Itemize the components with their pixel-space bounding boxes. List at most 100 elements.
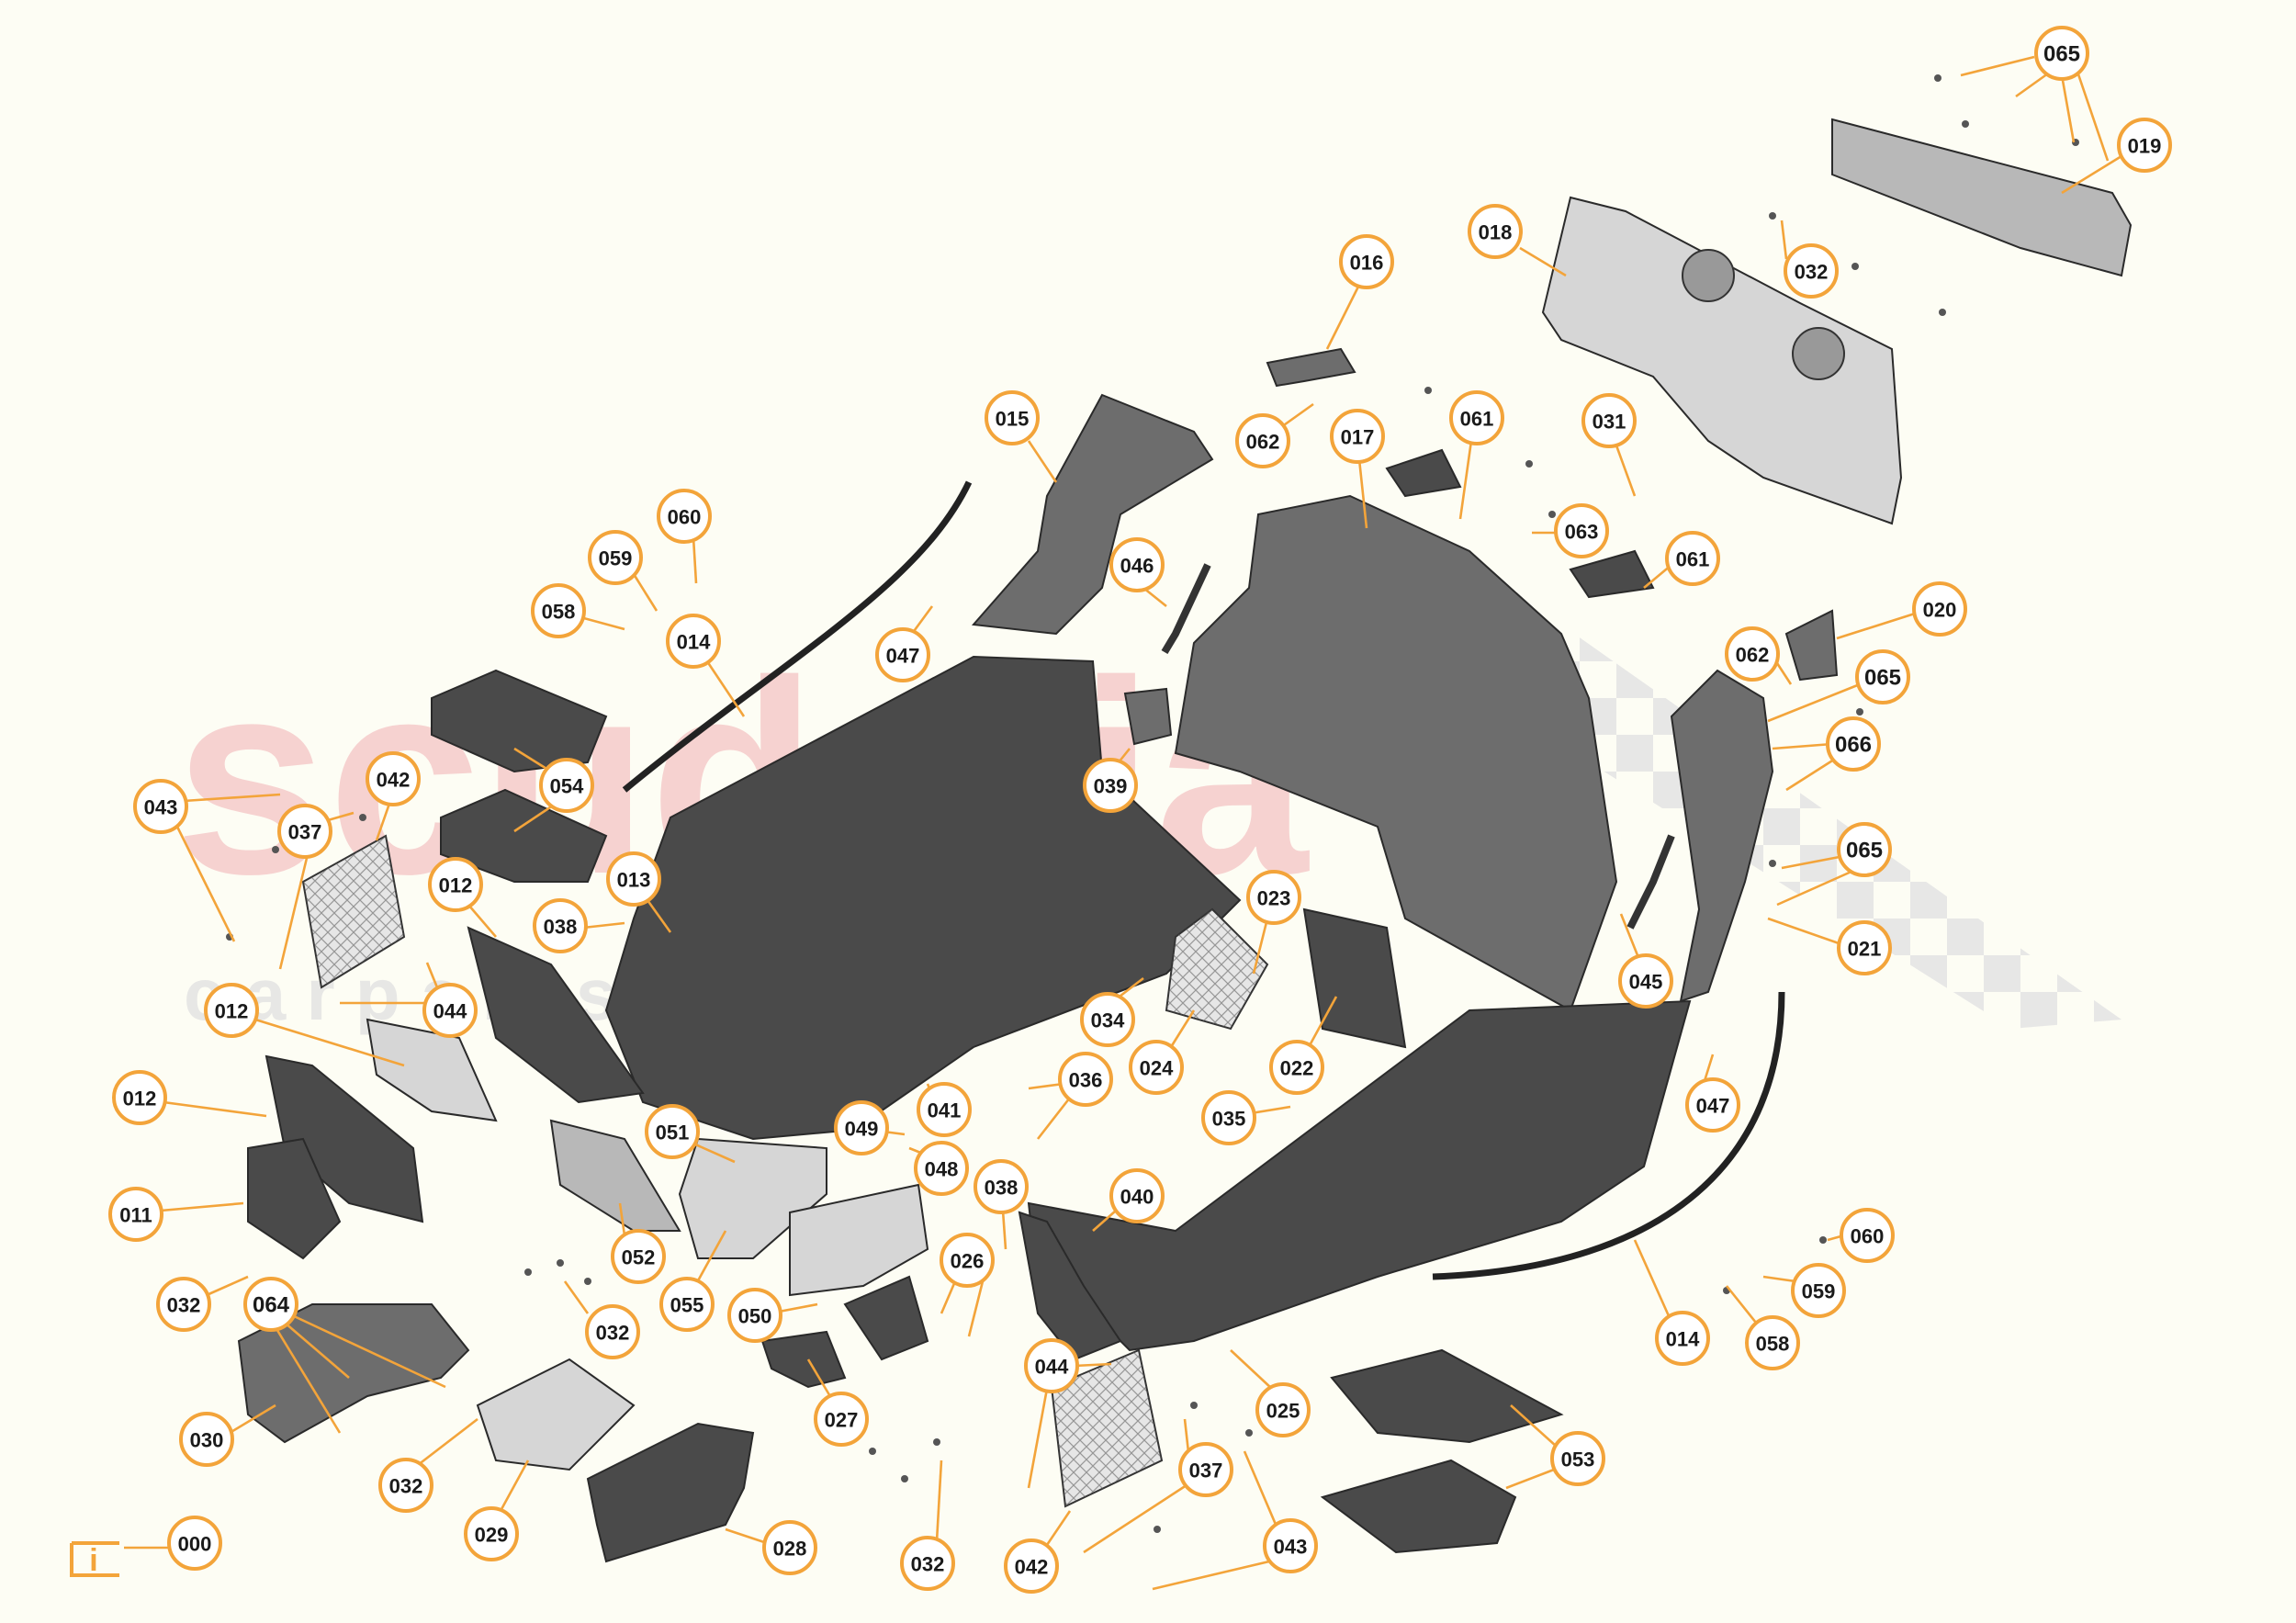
callout-label: 032 [596, 1322, 630, 1345]
callout-037[interactable]: 037 [277, 804, 332, 859]
parts [237, 118, 2133, 1563]
callout-038[interactable]: 038 [533, 898, 588, 953]
callout-013[interactable]: 013 [606, 851, 661, 907]
callout-049[interactable]: 049 [834, 1100, 889, 1155]
callout-035[interactable]: 035 [1201, 1090, 1256, 1145]
callout-065[interactable]: 065 [2034, 26, 2089, 81]
part-030-trim [237, 1303, 470, 1444]
leader-line-054 [513, 747, 552, 773]
callout-circle [1024, 1338, 1079, 1393]
callout-029[interactable]: 029 [464, 1506, 519, 1561]
callout-039[interactable]: 039 [1083, 758, 1138, 813]
callout-046[interactable]: 046 [1109, 537, 1165, 592]
callout-065[interactable]: 065 [1837, 822, 1892, 877]
callout-064[interactable]: 064 [243, 1277, 298, 1332]
callout-058[interactable]: 058 [1745, 1315, 1800, 1370]
callout-062[interactable]: 062 [1235, 413, 1290, 468]
callout-055[interactable]: 055 [659, 1277, 715, 1332]
info-icon[interactable]: i [70, 1541, 119, 1578]
callout-042[interactable]: 042 [366, 751, 421, 806]
callout-circle [1826, 716, 1881, 772]
callout-047[interactable]: 047 [875, 627, 930, 682]
callout-050[interactable]: 050 [727, 1288, 782, 1343]
bulkhead-hole-left [1682, 249, 1735, 302]
callout-011[interactable]: 011 [108, 1187, 163, 1242]
callout-circle [974, 1159, 1029, 1214]
callout-012[interactable]: 012 [204, 983, 259, 1038]
leader-line-032 [206, 1275, 249, 1297]
callout-025[interactable]: 025 [1255, 1382, 1311, 1437]
leader-line-035 [1250, 1105, 1291, 1115]
callout-014[interactable]: 014 [666, 614, 721, 669]
callout-012[interactable]: 012 [112, 1070, 167, 1125]
callout-043[interactable]: 043 [133, 779, 188, 834]
leader-line-043 [1152, 1560, 1270, 1591]
callout-066[interactable]: 066 [1826, 716, 1881, 772]
callout-059[interactable]: 059 [1791, 1263, 1846, 1318]
callout-024[interactable]: 024 [1129, 1040, 1184, 1095]
callout-026[interactable]: 026 [940, 1233, 995, 1288]
callout-016[interactable]: 016 [1339, 234, 1394, 289]
callout-043[interactable]: 043 [1263, 1518, 1318, 1573]
callout-028[interactable]: 028 [762, 1520, 817, 1575]
callout-060[interactable]: 060 [657, 489, 712, 544]
callout-032[interactable]: 032 [1784, 243, 1839, 299]
callout-040[interactable]: 040 [1109, 1168, 1165, 1223]
callout-018[interactable]: 018 [1468, 204, 1523, 259]
callout-circle [1339, 234, 1394, 289]
callout-label: 025 [1266, 1400, 1300, 1423]
callout-027[interactable]: 027 [814, 1392, 869, 1447]
callout-042[interactable]: 042 [1004, 1538, 1059, 1594]
callout-054[interactable]: 054 [539, 758, 594, 813]
callout-041[interactable]: 041 [917, 1082, 972, 1137]
callout-045[interactable]: 045 [1618, 953, 1673, 1009]
callout-000[interactable]: 000 [167, 1516, 222, 1571]
callout-021[interactable]: 021 [1837, 920, 1892, 975]
callout-022[interactable]: 022 [1269, 1040, 1324, 1095]
callout-019[interactable]: 019 [2117, 118, 2172, 173]
callout-030[interactable]: 030 [179, 1412, 234, 1467]
callout-label: 065 [2043, 42, 2080, 67]
callout-037[interactable]: 037 [1178, 1442, 1233, 1497]
leader-line-042 [375, 800, 392, 841]
callout-label: 049 [845, 1118, 879, 1141]
callout-061[interactable]: 061 [1449, 390, 1504, 445]
callout-058[interactable]: 058 [531, 583, 586, 638]
callout-052[interactable]: 052 [611, 1229, 666, 1284]
callout-020[interactable]: 020 [1912, 581, 1967, 637]
callout-051[interactable]: 051 [645, 1104, 700, 1159]
part-018-bulkhead [1541, 196, 1903, 525]
callout-circle [533, 898, 588, 953]
leader-line-017 [1357, 458, 1368, 529]
callout-059[interactable]: 059 [588, 530, 643, 585]
callout-017[interactable]: 017 [1330, 409, 1385, 464]
callout-060[interactable]: 060 [1840, 1208, 1895, 1263]
callout-label: 015 [996, 408, 1030, 431]
part-012-trim-a [467, 926, 645, 1104]
callout-032[interactable]: 032 [900, 1536, 955, 1591]
callout-038[interactable]: 038 [974, 1159, 1029, 1214]
callout-015[interactable]: 015 [985, 390, 1040, 445]
callout-063[interactable]: 063 [1554, 503, 1609, 558]
callout-031[interactable]: 031 [1581, 393, 1637, 448]
callout-034[interactable]: 034 [1080, 992, 1135, 1047]
callout-061[interactable]: 061 [1665, 531, 1720, 586]
callout-032[interactable]: 032 [156, 1277, 211, 1332]
callout-053[interactable]: 053 [1550, 1431, 1605, 1486]
callout-047[interactable]: 047 [1685, 1077, 1740, 1133]
callout-label: 000 [178, 1533, 212, 1556]
callout-065[interactable]: 065 [1855, 649, 1910, 704]
callout-012[interactable]: 012 [428, 857, 483, 912]
callout-023[interactable]: 023 [1246, 870, 1301, 925]
callout-label: 065 [1864, 666, 1901, 691]
callout-048[interactable]: 048 [914, 1141, 969, 1196]
callout-044[interactable]: 044 [1024, 1338, 1079, 1393]
callout-circle [914, 1141, 969, 1196]
callout-circle [762, 1520, 817, 1575]
callout-032[interactable]: 032 [378, 1458, 433, 1513]
callout-036[interactable]: 036 [1058, 1052, 1113, 1107]
callout-014[interactable]: 014 [1655, 1311, 1710, 1366]
callout-032[interactable]: 032 [585, 1304, 640, 1359]
callout-044[interactable]: 044 [422, 983, 478, 1038]
callout-062[interactable]: 062 [1725, 626, 1780, 682]
